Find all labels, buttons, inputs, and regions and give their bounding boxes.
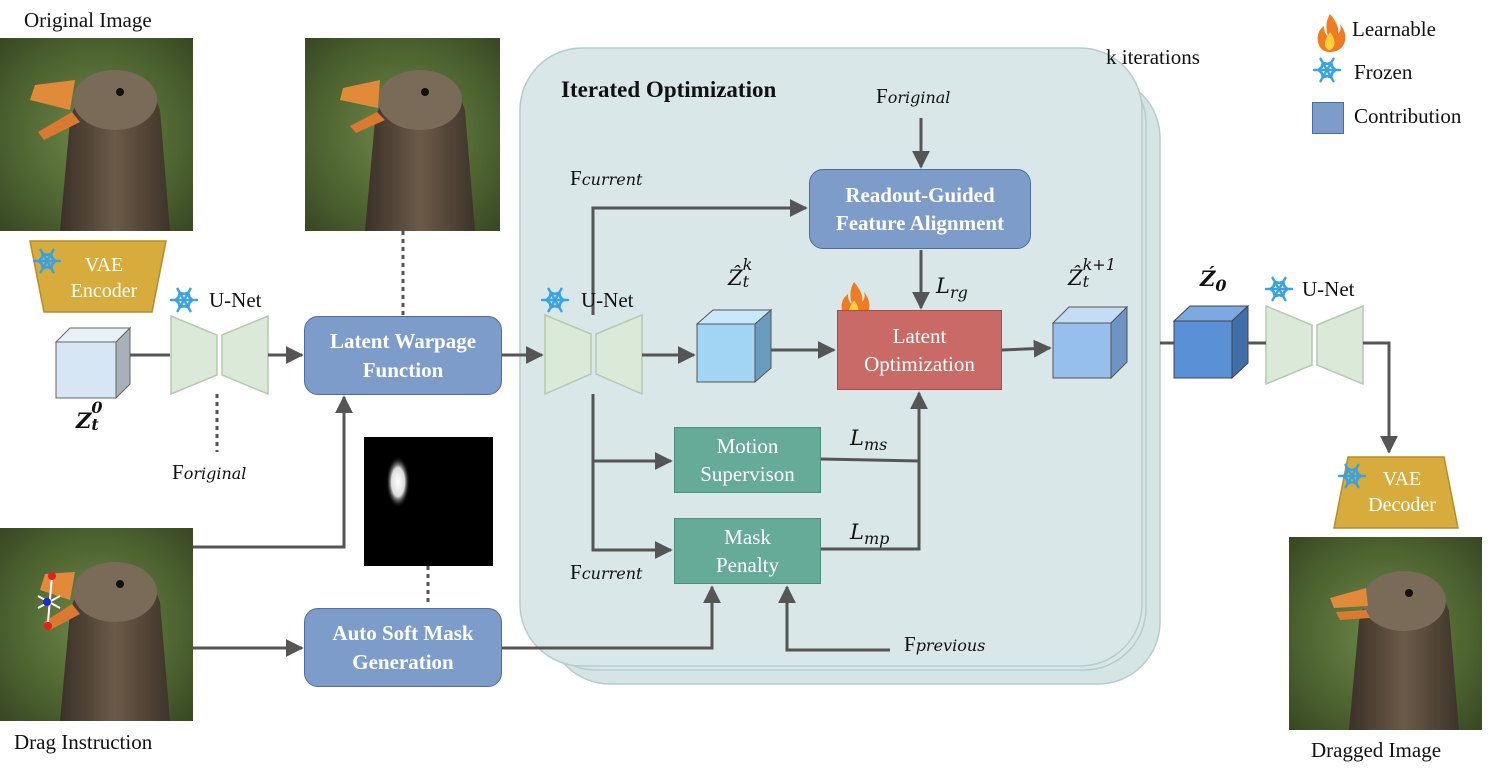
z0-out-label: Ź0 [1200, 266, 1227, 296]
vae-encoder-snowflake-icon [32, 248, 62, 274]
soft-mask-image [364, 437, 493, 566]
l-ms-label: Lms [850, 426, 888, 455]
latent-warpage-block: Latent Warpage Function [304, 316, 502, 395]
arrow-softmask-to-maskpenalty [502, 585, 721, 650]
arrow-drag-to-warp [193, 395, 353, 549]
f-original-top: Foriginal [876, 84, 951, 108]
unet-2-label: U-Net [581, 288, 634, 312]
arrow-unet2-to-motion [591, 394, 673, 559]
l-rg-label: Lrg [936, 274, 968, 303]
unet-3-shape [1265, 304, 1364, 386]
unet-1-label: U-Net [209, 288, 262, 312]
drag-instruction-label: Drag Instruction [14, 730, 153, 754]
unet-3-snowflake-icon [1264, 276, 1294, 302]
legend-frozen: Frozen [1354, 60, 1413, 84]
legend-learnable: Learnable [1352, 17, 1436, 41]
vae-decoder-snowflake-icon [1337, 463, 1367, 489]
legend-contribution: Contribution [1354, 104, 1462, 128]
latent-optimization-block: Latent Optimization [837, 310, 1002, 390]
unet-1-snowflake-icon [169, 287, 199, 313]
dragged-image-label: Dragged Image [1311, 738, 1442, 762]
unet-2-shape [544, 313, 643, 396]
arrow-unet2-to-readout [591, 199, 808, 315]
drag-instruction-photo [0, 528, 193, 721]
vae-decoder-shape [1333, 456, 1459, 529]
arrow-unet3-to-decoder [1363, 341, 1398, 454]
arrow-mask-to-latopt [821, 461, 921, 551]
f-previous: Fprevious [904, 632, 986, 656]
cube-z0-out [1172, 304, 1250, 380]
motion-supervision-block: Motion Supervison [674, 427, 821, 493]
original-image-photo [0, 38, 193, 231]
unet-3-label: U-Net [1302, 277, 1355, 301]
arrow-fprevious-to-maskpenalty [778, 585, 890, 652]
vae-encoder-shape [29, 240, 167, 313]
cube-zhat-k [695, 308, 773, 384]
iterated-optimization-title: Iterated Optimization [561, 77, 777, 102]
unet-1-shape [170, 314, 269, 396]
vae-encoder-label: VAE Encoder [70, 254, 138, 302]
cube-zhat-k1 [1051, 305, 1129, 380]
f-current-bottom: Fcurrent [570, 560, 643, 584]
l-mp-label: Lmp [850, 520, 890, 549]
flame-icon [1317, 14, 1346, 52]
k-iterations-label: k iterations [1106, 45, 1200, 69]
cube-z-t0 [54, 326, 132, 400]
f-current-top: Fcurrent [570, 166, 643, 190]
auto-soft-mask-block: Auto Soft Mask Generation [304, 608, 502, 687]
original-image-label: Original Image [24, 8, 152, 32]
vae-decoder-label: VAE Decoder [1368, 468, 1436, 516]
legend-contribution-swatch [1312, 102, 1344, 134]
f-original-bottom: Foriginal [172, 460, 247, 484]
readout-guided-block: Readout-Guided Feature Alignment [809, 169, 1031, 249]
legend-frozen-snowflake-icon [1312, 57, 1342, 83]
arrow-latopt-to-zk1 [1001, 339, 1052, 358]
mask-penalty-block: Mask Penalty [674, 518, 821, 584]
unet-2-snowflake-icon [540, 287, 570, 313]
dragged-image-photo [1289, 537, 1482, 730]
warped-image-photo [305, 38, 500, 231]
